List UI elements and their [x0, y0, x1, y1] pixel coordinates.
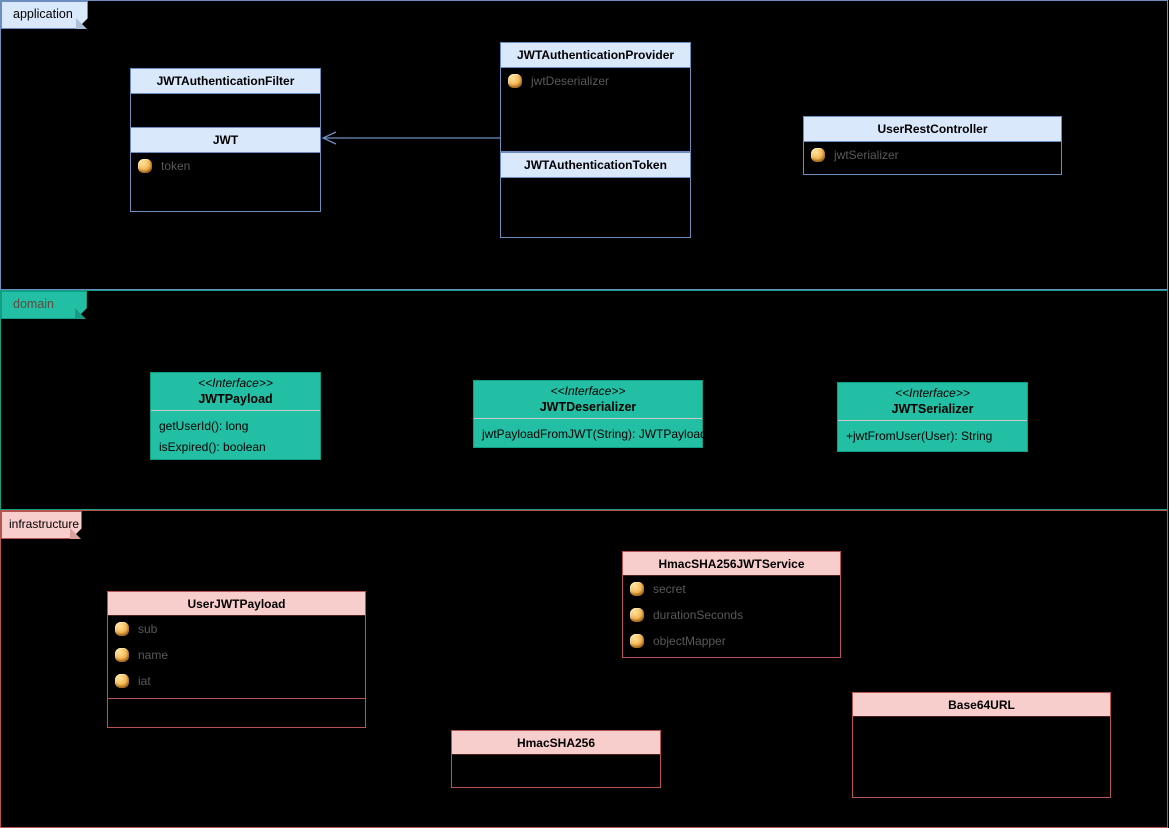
lane-tab-domain[interactable]: domain — [1, 291, 87, 319]
class-title: UserRestController — [877, 122, 988, 136]
lock-icon — [630, 582, 644, 596]
field-row: durationSeconds — [623, 602, 840, 628]
compartment-divider — [108, 698, 365, 727]
class-title: JWTAuthenticationFilter — [156, 74, 295, 88]
tab-fold-icon — [76, 18, 87, 29]
field-name: durationSeconds — [653, 608, 744, 622]
class-title: HmacSHA256JWTService — [658, 556, 805, 571]
class-title-bar: UserJWTPayload — [108, 592, 365, 616]
class-title: Base64URL — [948, 697, 1015, 712]
field-row: secret — [623, 576, 840, 602]
field-name: jwtSerializer — [834, 148, 899, 162]
class-title: JWT — [212, 133, 239, 147]
class-title: UserJWTPayload — [187, 596, 286, 611]
field-row: iat — [108, 668, 365, 694]
class-title-bar: JWT — [131, 128, 320, 153]
field-name: token — [161, 159, 191, 173]
interface-jwt-payload[interactable]: <<Interface>> JWTPayload getUserId(): lo… — [150, 372, 321, 460]
field-row: token — [131, 153, 320, 179]
field-row: name — [108, 642, 365, 668]
stereotype-label: <<Interface>> — [550, 384, 626, 398]
lane-label-domain: domain — [13, 297, 54, 311]
lock-icon — [508, 74, 522, 88]
lock-icon — [811, 148, 825, 162]
field-name: name — [138, 648, 169, 662]
methods-compartment: getUserId(): long isExpired(): boolean — [151, 411, 320, 458]
interface-title-bar: <<Interface>> JWTSerializer — [838, 383, 1027, 421]
interface-jwt-serializer[interactable]: <<Interface>> JWTSerializer +jwtFromUser… — [837, 382, 1028, 452]
method: +jwtFromUser(User): String — [846, 429, 993, 443]
stereotype-label: <<Interface>> — [895, 386, 970, 400]
class-title-bar: JWTAuthenticationToken — [501, 153, 690, 178]
method: getUserId(): long — [159, 419, 249, 433]
lock-icon — [115, 648, 129, 662]
stereotype-label: <<Interface>> — [198, 376, 273, 390]
association-arrow[interactable] — [319, 129, 503, 147]
class-title-bar: JWTAuthenticationProvider — [501, 43, 690, 68]
field-name: jwtDeserializer — [531, 74, 610, 88]
field-name: objectMapper — [653, 634, 726, 648]
class-user-rest-controller[interactable]: UserRestController jwtSerializer — [803, 116, 1062, 175]
tab-fold-icon — [75, 308, 86, 319]
methods-compartment: jwtPayloadFromJWT(String): JWTPayload — [474, 419, 707, 445]
lane-label-infrastructure: infrastructure — [9, 517, 80, 531]
interface-title-bar: <<Interface>> JWTPayload — [151, 373, 320, 411]
class-title-bar: JWTAuthenticationFilter — [131, 69, 320, 94]
lane-tab-infrastructure[interactable]: infrastructure — [1, 511, 82, 539]
interface-jwt-deserializer[interactable]: <<Interface>> JWTDeserializer jwtPayload… — [473, 380, 707, 448]
lock-icon — [115, 674, 129, 688]
field-row: sub — [108, 616, 365, 642]
tab-fold-icon — [70, 528, 81, 539]
field-row: jwtSerializer — [804, 142, 1061, 168]
interface-title: JWTPayload — [198, 392, 273, 406]
lock-icon — [138, 159, 152, 173]
interface-title: JWTDeserializer — [539, 400, 637, 414]
field-name: iat — [138, 674, 151, 688]
field-row: jwtDeserializer — [501, 68, 690, 94]
lock-icon — [115, 622, 129, 636]
method: isExpired(): boolean — [159, 440, 266, 454]
lock-icon — [630, 608, 644, 622]
lane-label-application: application — [13, 7, 73, 21]
class-title-bar: HmacSHA256JWTService — [623, 552, 840, 576]
class-title: HmacSHA256 — [516, 735, 596, 750]
class-title-bar: UserRestController — [804, 117, 1061, 142]
class-user-jwt-payload[interactable]: UserJWTPayload sub name iat — [107, 591, 366, 728]
class-title-bar: Base64URL — [853, 693, 1110, 717]
class-jwt-authentication-filter[interactable]: JWTAuthenticationFilter — [130, 68, 321, 128]
class-hmac-sha256-jwt-service[interactable]: HmacSHA256JWTService secret durationSeco… — [622, 551, 841, 658]
class-hmac-sha256[interactable]: HmacSHA256 — [451, 730, 661, 788]
class-title: JWTAuthenticationToken — [524, 158, 667, 172]
methods-compartment: +jwtFromUser(User): String — [838, 421, 1027, 447]
field-name: secret — [653, 582, 686, 596]
class-jwt-authentication-token[interactable]: JWTAuthenticationToken — [500, 152, 691, 238]
class-jwt-authentication-provider[interactable]: JWTAuthenticationProvider jwtDeserialize… — [500, 42, 691, 152]
class-title-bar: HmacSHA256 — [452, 731, 660, 755]
class-title: JWTAuthenticationProvider — [516, 48, 675, 62]
lane-tab-application[interactable]: application — [1, 1, 88, 29]
lock-icon — [630, 634, 644, 648]
class-base64url[interactable]: Base64URL — [852, 692, 1111, 798]
method: jwtPayloadFromJWT(String): JWTPayload — [482, 427, 707, 441]
class-jwt[interactable]: JWT token — [130, 127, 321, 212]
interface-title-bar: <<Interface>> JWTDeserializer — [474, 381, 702, 419]
interface-title: JWTSerializer — [891, 402, 974, 416]
lane-application — [0, 0, 1168, 290]
field-name: sub — [138, 622, 158, 636]
lane-domain — [0, 290, 1168, 510]
field-row: objectMapper — [623, 628, 840, 654]
